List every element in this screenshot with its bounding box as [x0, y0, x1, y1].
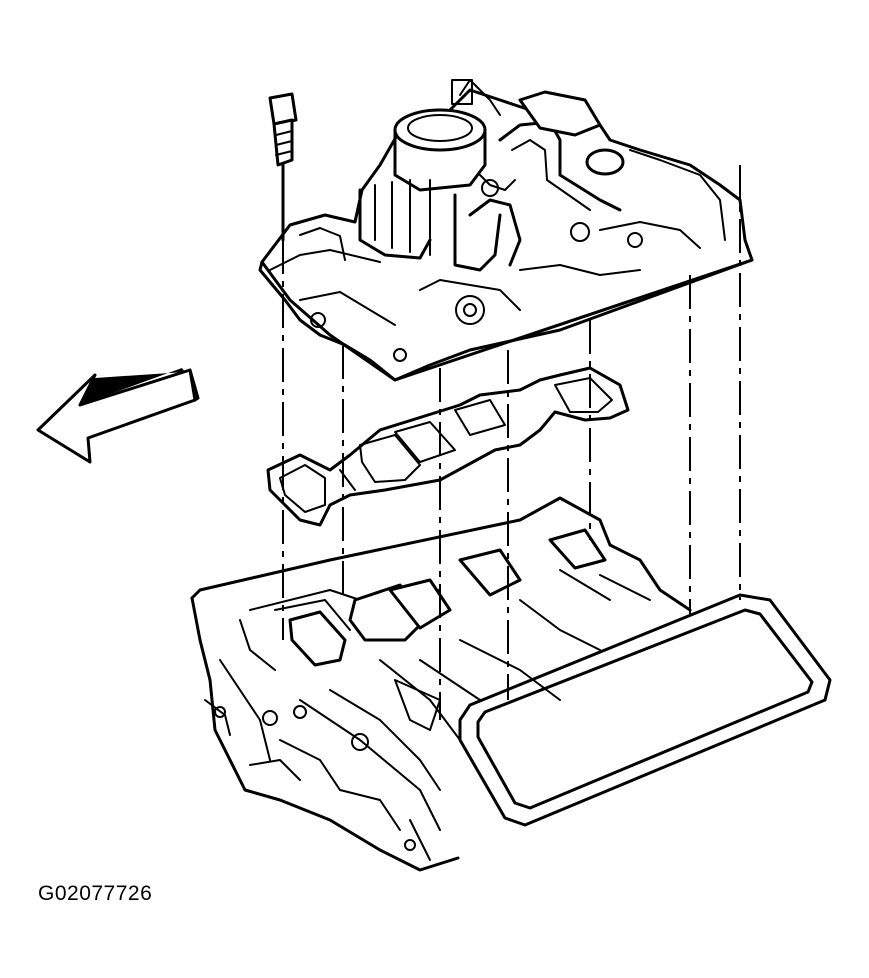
manifold-bolt	[268, 92, 298, 242]
bolt-alignment-lines	[282, 165, 741, 720]
valley-cover-gasket	[458, 593, 832, 827]
intake-manifold-assembly	[258, 79, 754, 382]
figure-id-label: G02077726	[38, 882, 153, 905]
intake-manifold-gasket	[266, 366, 630, 527]
front-direction-arrow-icon	[36, 368, 200, 464]
cylinder-head-intake-ports	[274, 528, 607, 667]
